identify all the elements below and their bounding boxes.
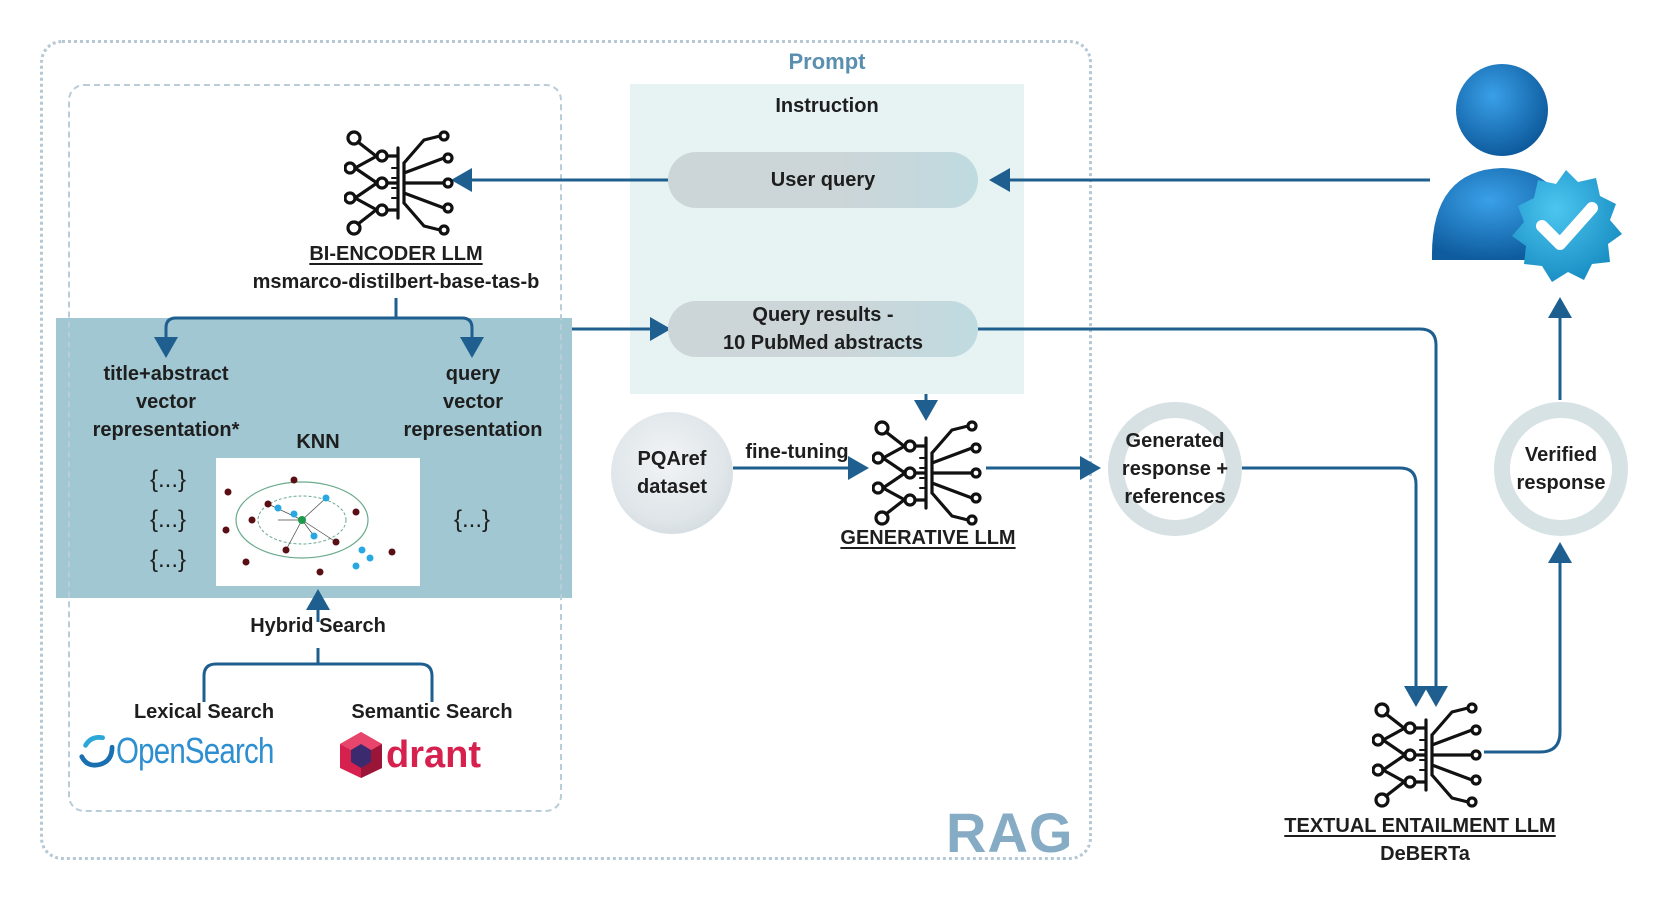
- vector-left-line1: title+abstract: [103, 363, 229, 385]
- verified-line2: response: [1516, 472, 1606, 494]
- pqaref-line1: PQAref: [637, 448, 707, 470]
- verified-line1: Verified: [1524, 444, 1598, 466]
- arrow-split-left: [154, 316, 396, 358]
- retrieval-container: [68, 84, 562, 812]
- semantic-search-label: Semantic Search: [351, 701, 513, 723]
- arrow-results-to-entailment: [978, 327, 1448, 707]
- qdrant-mark-icon: [340, 732, 382, 778]
- neural-network-icon: [872, 420, 982, 526]
- generated-line2: response +: [1121, 458, 1229, 480]
- generative-llm-title: GENERATIVE LLM: [840, 527, 1016, 549]
- user-query-pill: User query: [668, 152, 978, 208]
- textual-entailment-model: DeBERTa: [1380, 843, 1470, 865]
- vector-left-line3: representation*: [92, 419, 240, 441]
- query-vector-placeholder: {...}: [453, 506, 491, 533]
- vector-right-line2: vector: [442, 391, 504, 413]
- rag-container: [40, 40, 1092, 860]
- generated-line3: references: [1124, 486, 1226, 508]
- generated-response-node: Generated response + references: [1108, 402, 1242, 536]
- fine-tuning-label: fine-tuning: [745, 441, 849, 463]
- knn-label: KNN: [296, 431, 340, 453]
- prompt-label: Prompt: [788, 49, 866, 74]
- doc-vector-placeholder: {...}: [149, 466, 187, 493]
- vector-right-line3: representation: [403, 419, 543, 441]
- pqaref-dataset-node: PQAref dataset: [611, 412, 733, 534]
- arrow-split-right: [396, 316, 484, 358]
- query-results-pill: Query results - 10 PubMed abstracts: [668, 301, 978, 357]
- instruction-label: Instruction: [775, 95, 879, 117]
- qdrant-logo: drant: [338, 730, 518, 780]
- doc-vector-placeholder: {...}: [149, 506, 187, 533]
- opensearch-mark-icon: [79, 735, 115, 768]
- vector-right-line1: query: [445, 363, 501, 385]
- user-icon: [1431, 64, 1622, 282]
- qdrant-logo-text: drant: [386, 733, 481, 776]
- arrow-search-branch: [202, 648, 434, 702]
- opensearch-logo: OpenSearch: [78, 728, 308, 774]
- vector-left-line2: vector: [135, 391, 197, 413]
- query-results-line2: 10 PubMed abstracts: [722, 332, 924, 354]
- bi-encoder-model: msmarco-distilbert-base-tas-b: [252, 271, 540, 293]
- opensearch-logo-text: OpenSearch: [115, 730, 274, 771]
- arrow-entailment-to-verified: [1484, 542, 1572, 754]
- neural-network-icon: [344, 130, 454, 236]
- query-results-line1: Query results -: [752, 304, 894, 326]
- pqaref-line2: dataset: [636, 476, 708, 498]
- user-query-label: User query: [770, 169, 876, 191]
- hybrid-search-label: Hybrid Search: [250, 615, 386, 637]
- neural-network-icon: [1372, 702, 1482, 808]
- knn-illustration: [216, 458, 420, 586]
- generated-line1: Generated: [1125, 430, 1225, 452]
- query-vector-label: query vector representation: [388, 360, 558, 444]
- bi-encoder-title: BI-ENCODER LLM: [309, 243, 483, 265]
- title-abstract-vector-label: title+abstract vector representation*: [76, 360, 256, 444]
- textual-entailment-title: TEXTUAL ENTAILMENT LLM: [1284, 815, 1556, 837]
- doc-vector-placeholder: {...}: [149, 546, 187, 573]
- arrow-generated-to-entailment: [1242, 466, 1428, 707]
- lexical-search-label: Lexical Search: [133, 701, 275, 723]
- verified-response-node: Verified response: [1494, 402, 1628, 536]
- verified-badge-icon: [1512, 170, 1622, 282]
- rag-label: RAG: [946, 801, 1074, 864]
